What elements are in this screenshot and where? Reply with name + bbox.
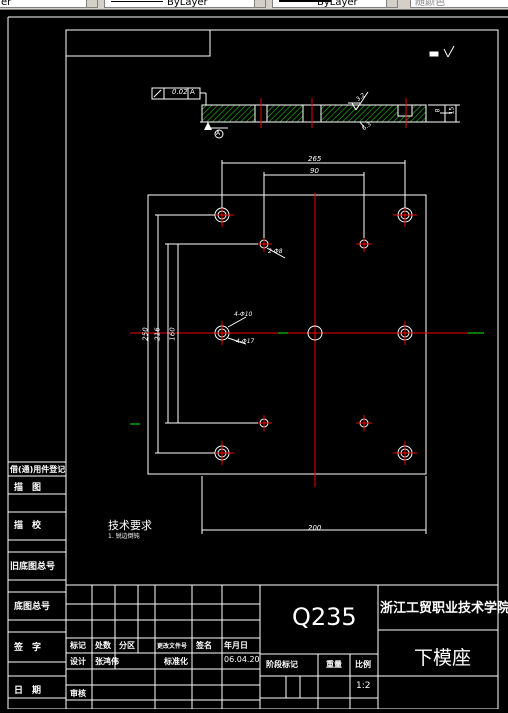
datum-label: A: [216, 130, 221, 137]
left-label-old-base: 旧底图总号: [10, 562, 56, 572]
left-label-sign: 签 字: [14, 643, 42, 653]
hole-small-4: [356, 415, 372, 431]
plotstyle-value: 随颜色: [415, 0, 445, 8]
linetype-left-value: er: [1, 0, 12, 8]
hole-large-ml: [210, 321, 234, 345]
chevron-down-icon[interactable]: [386, 0, 397, 7]
hole-small-2: [356, 236, 372, 252]
part-name: 下模座: [414, 647, 472, 669]
tech-requirements-title: 技术要求: [108, 519, 152, 532]
left-label-trace: 描 图: [14, 483, 42, 493]
designer-label: 设计: [70, 657, 86, 666]
flatness-frame: [151, 87, 207, 105]
school-name: 浙江工贸职业技术学院: [380, 601, 508, 616]
mark-col-3: 更改文件号: [157, 643, 188, 650]
properties-toolbar: er ByLayer ByLayer 随颜色: [0, 0, 508, 10]
mark-col-1: 处数: [95, 641, 111, 650]
surface-finish-symbol: [429, 45, 455, 58]
plotstyle-combo[interactable]: 随颜色: [410, 0, 508, 8]
dim-left-mid: 216: [153, 327, 162, 341]
linetype-left-combo[interactable]: er: [0, 0, 98, 8]
standard-label: 标准化: [164, 657, 188, 666]
leaders: [227, 247, 286, 345]
left-label-date: 日 期: [14, 686, 42, 696]
dim-left-inner: 160: [168, 327, 177, 341]
left-strip: [7, 461, 67, 710]
mark-col-4: 签名: [196, 641, 212, 650]
linetype-combo[interactable]: ByLayer: [104, 0, 266, 8]
left-label-register: 借(通)用件登记: [10, 465, 66, 474]
mark-col-2: 分区: [119, 641, 135, 650]
material-label: Q235: [292, 603, 357, 631]
hole-large-br: [393, 441, 417, 465]
lineweight-combo[interactable]: ByLayer: [272, 0, 398, 8]
review-label: 审核: [70, 689, 86, 698]
plan-view: [130, 160, 484, 534]
plate-outline: [147, 194, 427, 475]
drawing-svg: [7, 16, 508, 710]
stage-header-0: 阶段标记: [266, 660, 298, 669]
dim-top-outer: 265: [308, 155, 322, 163]
dim-bottom: 200: [308, 524, 322, 532]
design-date: 06.04.20: [224, 655, 260, 664]
section-view: [200, 91, 460, 130]
chevron-down-icon[interactable]: [86, 0, 97, 7]
lineweight-value: ByLayer: [317, 0, 358, 8]
tech-requirements-note: 1. 锐边倒钝: [108, 533, 140, 540]
drawing-canvas[interactable]: 0.02 A A 3.2 6.3 8 15 265 90 250 216 160…: [0, 10, 508, 710]
stage-header-2: 比例: [355, 660, 371, 669]
datum-a-symbol: [214, 129, 224, 139]
dimension-lines: [155, 160, 427, 534]
dim-top-inner: 90: [310, 167, 319, 175]
mark-col-0: 标记: [70, 641, 86, 650]
title-block: [66, 584, 498, 709]
linetype-value: ByLayer: [167, 0, 208, 8]
hole-callout-large: 4-Φ17: [236, 338, 255, 345]
chevron-down-icon[interactable]: [254, 0, 265, 7]
hole-large-mr: [393, 321, 417, 345]
designer-name: 张鸿伟: [95, 657, 119, 666]
scale-value: 1:2: [356, 681, 371, 691]
mark-col-5: 年月日: [224, 641, 248, 650]
stage-header-1: 重量: [326, 660, 342, 669]
hole-callout-mid: 4-Φ10: [234, 311, 253, 318]
hole-callout-small: 2-Φ8: [268, 248, 283, 255]
thickness-b: 15: [448, 106, 456, 115]
thickness-a: 8: [434, 108, 442, 113]
hole-small-1: [256, 236, 272, 252]
left-label-check: 描 校: [14, 521, 42, 531]
left-label-base: 底图总号: [14, 602, 51, 612]
flatness-value: 0.02: [172, 88, 188, 96]
linetype-swatch: [111, 1, 163, 2]
flatness-datum: A: [190, 88, 195, 96]
lineweight-swatch: [279, 0, 331, 2]
hole-small-3: [256, 415, 272, 431]
dim-left-outer: 250: [141, 327, 150, 341]
